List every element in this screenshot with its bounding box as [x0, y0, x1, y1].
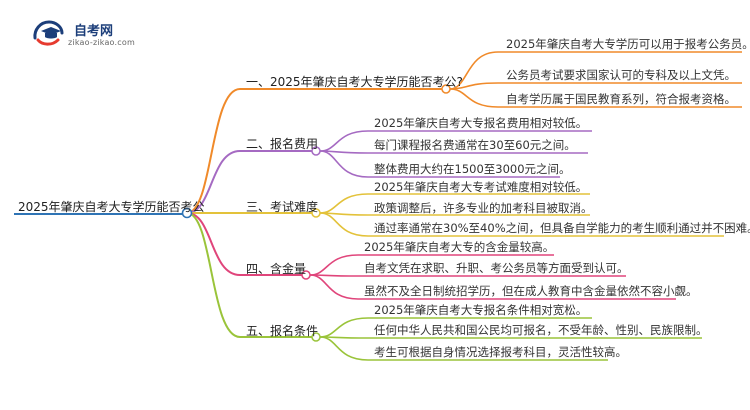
branch-1-connector: [186, 88, 241, 214]
branch-1-label: 一、2025年肇庆自考大专学历能否考公?: [246, 75, 463, 89]
branch-3-leaf-3-connector: [319, 212, 369, 237]
root-node-label: 2025年肇庆自考大专学历能否考公: [18, 200, 205, 214]
branch-1-leaf-3-connector: [449, 88, 499, 108]
branch-5-label: 五、报名条件: [246, 324, 319, 338]
branch-5-leaf-3: 考生可根据自身情况选择报考科目，灵活性较高。: [374, 345, 627, 359]
branch-2-leaf-1: 2025年肇庆自考大专报名费用相对较低。: [374, 116, 588, 130]
branch-3-leaf-1: 2025年肇庆自考大专考试难度相对较低。: [374, 180, 588, 194]
branch-5-leaf-1: 2025年肇庆自考大专报名条件相对宽松。: [374, 303, 588, 317]
branch-1-leaf-2: 公务员考试要求国家认可的专科及以上文凭。: [506, 68, 736, 82]
branch-3-label: 三、考试难度: [246, 200, 319, 214]
branch-2-leaf-1-connector: [319, 130, 369, 152]
branch-2-leaf-2: 每门课程报名费通常在30至60元之间。: [374, 138, 576, 152]
branch-4-label: 四、含金量: [246, 262, 307, 276]
branch-1-leaf-1: 2025年肇庆自考大专学历可以用于报考公务员。: [506, 37, 750, 51]
branch-2-leaf-3: 整体费用大约在1500至3000元之间。: [374, 162, 571, 176]
branch-3-leaf-1-connector: [319, 193, 369, 214]
branch-4-leaf-1-connector: [309, 254, 359, 276]
branch-5-leaf-1-connector: [319, 317, 369, 338]
branch-1-leaf-3: 自考学历属于国民教育系列，符合报考资格。: [506, 92, 736, 106]
graduation-cap-icon: [33, 20, 64, 46]
branch-4-leaf-3: 虽然不及全日制统招学历，但在成人教育中含金量依然不容小觑。: [364, 284, 698, 298]
branch-4-connector: [186, 212, 241, 276]
branch-2-leaf-3-connector: [319, 150, 369, 178]
branch-3-leaf-2: 政策调整后，许多专业的加考科目被取消。: [374, 201, 593, 215]
branch-4-leaf-3-connector: [309, 274, 359, 300]
root-node-dot: [181, 207, 193, 219]
logo-url: zikao-zikao.com: [68, 38, 135, 47]
logo: 自考网 zikao-zikao.com: [32, 18, 152, 50]
branch-1-leaf-1-connector: [449, 51, 499, 90]
branch-2-connector: [186, 150, 241, 214]
branch-5-leaf-2: 任何中华人民共和国公民均可报名，不受年龄、性别、民族限制。: [374, 323, 708, 337]
branch-5-leaf-3-connector: [319, 336, 369, 361]
branch-4-leaf-2: 自考文凭在求职、升职、考公务员等方面受到认可。: [364, 261, 629, 275]
branch-4-leaf-1: 2025年肇庆自考大专的含金量较高。: [364, 240, 555, 254]
branch-2-label: 二、报名费用: [246, 137, 319, 151]
logo-title: 自考网: [74, 24, 114, 39]
branch-5-connector: [186, 212, 241, 338]
branch-3-leaf-3: 通过率通常在30%至40%之间，但具备自学能力的考生顺利通过并不困难。: [374, 221, 750, 235]
